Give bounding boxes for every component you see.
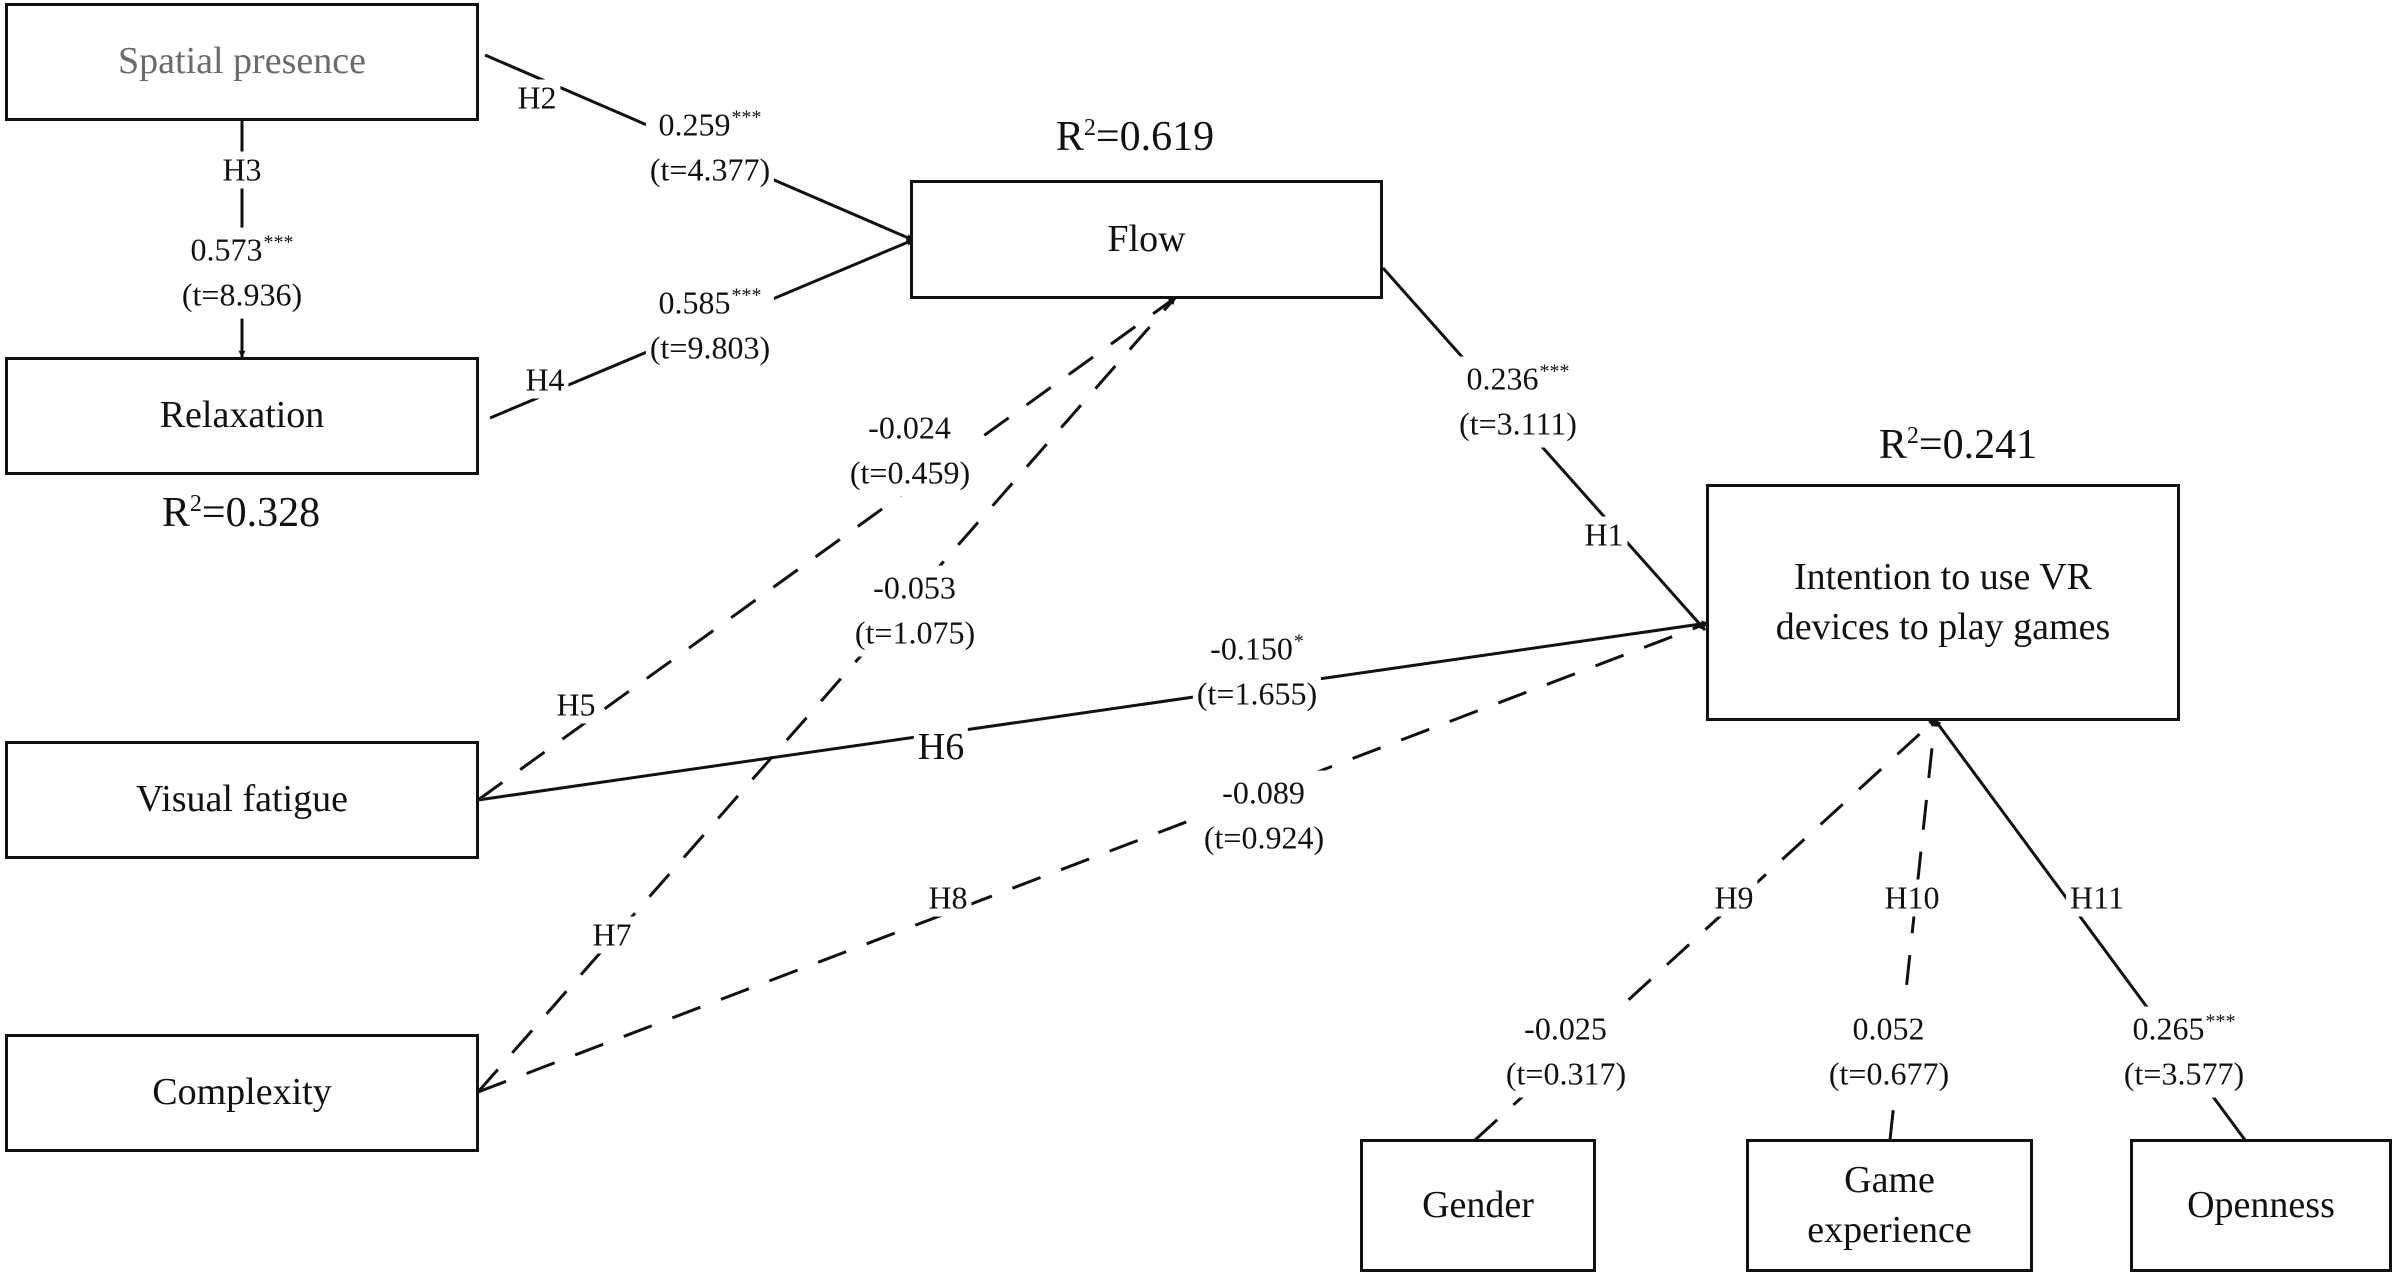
node-intention-label: Intention to use VR devices to play game… [1775, 556, 2111, 648]
node-relaxation-label: Relaxation [159, 394, 325, 437]
r2-flow-exp: 2 [1083, 115, 1096, 141]
hyp-label-h4: H4 [521, 361, 569, 399]
coef-h8-value: -0.089 [1222, 774, 1305, 811]
coef-h5-t: (t=0.459) [849, 455, 971, 491]
r2-flow-value: =0.619 [1095, 114, 1215, 160]
hyp-label-h6: H6 [913, 725, 969, 769]
coef-h1-value: 0.236 [1466, 360, 1539, 397]
coef-h7-value: -0.053 [873, 569, 956, 606]
path-h6 [477, 620, 1709, 802]
coef-h10-t: (t=0.677) [1828, 1056, 1950, 1092]
coef-h10-value: 0.052 [1852, 1010, 1925, 1047]
node-spatial-presence: Spatial presence [5, 3, 479, 121]
coef-h4-sig: *** [731, 284, 762, 307]
hyp-label-h10: H10 [1880, 879, 1944, 917]
r2-intention-exp: 2 [1906, 423, 1919, 449]
node-complexity-label: Complexity [152, 1071, 332, 1114]
r2-relaxation-prefix: R [161, 490, 190, 536]
coef-h3-value: 0.573 [190, 231, 263, 268]
coef-label-h11: 0.265*** (t=3.577) [2119, 1006, 2249, 1098]
coef-h4-value: 0.585 [658, 284, 731, 321]
coef-h6-sig: * [1293, 630, 1304, 653]
coef-h2-t: (t=4.377) [649, 152, 771, 188]
path-h5 [477, 296, 1176, 802]
coef-h9-value: -0.025 [1524, 1010, 1607, 1047]
coef-h3-t: (t=8.936) [181, 277, 303, 313]
node-visual-fatigue-label: Visual fatigue [136, 778, 348, 821]
node-game-experience: Game experience [1746, 1139, 2033, 1272]
coef-h3-sig: *** [263, 231, 294, 254]
node-complexity: Complexity [5, 1034, 479, 1152]
coef-h2-sig: *** [731, 106, 762, 129]
hyp-label-h8: H8 [924, 879, 972, 917]
node-game-experience-label: Game experience [1807, 1159, 1972, 1251]
hyp-label-h11: H11 [2066, 879, 2128, 917]
node-flow-label: Flow [1107, 217, 1186, 260]
hyp-label-h3: H3 [218, 151, 266, 189]
coef-label-h6: -0.150* (t=1.655) [1192, 626, 1322, 718]
r2-relaxation: R2=0.328 [162, 489, 320, 537]
coef-h11-sig: *** [2205, 1010, 2236, 1033]
hyp-label-h7: H7 [588, 916, 636, 954]
coef-h11-value: 0.265 [2132, 1010, 2205, 1047]
coef-label-h1: 0.236*** (t=3.111) [1455, 356, 1581, 448]
hyp-label-h2: H2 [513, 79, 561, 117]
r2-relaxation-exp: 2 [189, 491, 202, 517]
coef-h11-t: (t=3.577) [2123, 1056, 2245, 1092]
node-intention: Intention to use VR devices to play game… [1706, 484, 2180, 721]
coef-h5-value: -0.024 [868, 409, 951, 446]
coef-h9-t: (t=0.317) [1505, 1056, 1627, 1092]
coef-label-h5: -0.024 (t=0.459) [845, 405, 975, 497]
coef-h6-t: (t=1.655) [1196, 676, 1318, 712]
node-openness-label: Openness [2187, 1183, 2335, 1226]
hyp-label-h1: H1 [1580, 516, 1628, 554]
coef-label-h3: 0.573*** (t=8.936) [177, 227, 307, 319]
hyp-label-h9: H9 [1710, 879, 1758, 917]
node-relaxation: Relaxation [5, 357, 479, 475]
node-gender-label: Gender [1422, 1183, 1534, 1226]
coef-label-h2: 0.259*** (t=4.377) [645, 102, 775, 194]
coef-label-h4: 0.585*** (t=9.803) [645, 280, 775, 372]
node-openness: Openness [2130, 1139, 2392, 1272]
coef-label-h9: -0.025 (t=0.317) [1501, 1006, 1631, 1098]
coef-h7-t: (t=1.075) [854, 615, 976, 651]
coef-label-h10: 0.052 (t=0.677) [1824, 1006, 1954, 1098]
path-h7 [476, 297, 1177, 1093]
coef-h2-value: 0.259 [658, 106, 731, 143]
node-spatial-presence-label: Spatial presence [118, 40, 366, 83]
r2-intention-value: =0.241 [1918, 422, 2038, 468]
node-flow: Flow [910, 180, 1383, 299]
r2-relaxation-value: =0.328 [201, 490, 321, 536]
coef-h8-t: (t=0.924) [1203, 820, 1325, 856]
r2-intention-prefix: R [1878, 422, 1907, 468]
path-h1 [1381, 267, 1707, 631]
path-h8 [477, 621, 1709, 1094]
coef-label-h8: -0.089 (t=0.924) [1199, 770, 1329, 862]
r2-flow: R2=0.619 [1056, 113, 1214, 161]
r2-intention: R2=0.241 [1879, 421, 2037, 469]
node-visual-fatigue: Visual fatigue [5, 741, 479, 859]
coef-h4-t: (t=9.803) [649, 330, 771, 366]
r2-flow-prefix: R [1055, 114, 1084, 160]
coef-h1-sig: *** [1539, 360, 1570, 383]
node-gender: Gender [1360, 1139, 1596, 1272]
coef-h1-t: (t=3.111) [1459, 406, 1577, 442]
hyp-label-h5: H5 [552, 686, 600, 724]
coef-h6-value: -0.150 [1210, 630, 1293, 667]
coef-label-h7: -0.053 (t=1.075) [850, 565, 980, 657]
